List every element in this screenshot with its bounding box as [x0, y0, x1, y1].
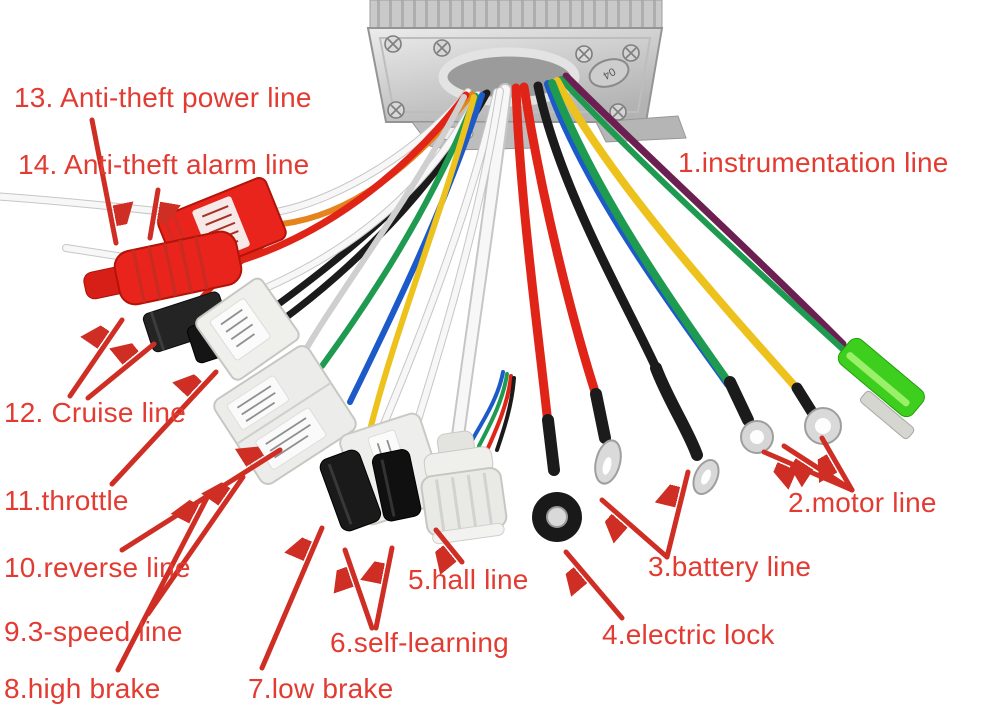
arrow-cruise-a [67, 317, 125, 399]
label-4-electric-lock: 4.electric lock [602, 619, 775, 650]
label-7-low-brake: 7.low brake [248, 673, 394, 704]
hall-connector [420, 430, 508, 545]
qc-stamp: 04 [588, 58, 630, 88]
wire-bundle-left [0, 88, 491, 433]
arrow-motor-c [822, 435, 855, 493]
heatshrink-motor-a [724, 376, 754, 426]
qc-stamp-text: 04 [601, 65, 618, 82]
connector-cluster [83, 177, 508, 545]
heatsink-fins [369, 0, 663, 31]
screws [384, 35, 640, 121]
annotation-arrows [67, 117, 855, 673]
anti-theft-power-connector [83, 230, 243, 306]
heatshrink-battery-pos [590, 388, 611, 444]
wire-bundle-right [533, 72, 925, 495]
label-10-reverse-line: 10.reverse line [4, 552, 191, 583]
label-3-battery-line: 3.battery line [648, 551, 812, 582]
label-12-cruise-line: 12. Cruise line [4, 397, 186, 428]
brake-self-learning-plug-a [319, 449, 382, 532]
spade-blade [860, 390, 915, 440]
arrow-cruise-b [85, 344, 157, 401]
arrow-3speed [145, 474, 246, 617]
arrow-battery-a [602, 497, 670, 560]
end-plate-bevel [378, 37, 652, 113]
wire-bundle-middle [368, 82, 622, 542]
heatshrink-motor-b [791, 382, 818, 418]
ring-terminal-battery-positive [594, 439, 622, 485]
arrow-anti-theft-alarm [147, 187, 158, 241]
ring-terminal-motor-a [740, 420, 774, 454]
label-8-high-brake: 8.high brake [4, 673, 161, 704]
arrow-low-brake [259, 525, 325, 671]
label-sticker [209, 298, 271, 361]
label-sticker [226, 375, 289, 430]
label-2-motor-line: 2.motor line [788, 487, 937, 518]
ring-terminal-battery-negative [692, 459, 720, 495]
arrow-high-brake [115, 489, 213, 673]
ring-terminal-motor-b [804, 407, 842, 445]
arrow-self-learning-b [376, 545, 395, 631]
arrow-anti-theft-power [89, 117, 116, 246]
green-spade-connector [837, 337, 925, 440]
label-5-hall-line: 5.hall line [408, 564, 529, 595]
heatshrink-battery-neg [650, 362, 703, 461]
arrow-hall [436, 527, 465, 562]
arrow-battery-b [667, 469, 691, 560]
arrow-electric-lock [566, 549, 625, 621]
throttle-connector [195, 277, 300, 381]
brake-self-learning-plug-b [371, 449, 422, 522]
arrow-self-learning-a [345, 547, 375, 631]
arrow-reverse [119, 450, 283, 553]
arrow-throttle [109, 372, 219, 487]
label-11-throttle: 11.throttle [4, 485, 129, 516]
label-6-self-learning: 6.self-learning [330, 627, 509, 658]
label-9-3-speed-line: 9.3-speed line [4, 616, 183, 647]
label-1-instrumentation-line: 1.instrumentation line [678, 147, 949, 178]
ring-terminal-electric-lock [532, 492, 582, 542]
label-13-anti-theft-power-line: 13. Anti-theft power line [14, 82, 312, 113]
heatshrink-electric-lock [542, 414, 560, 476]
label-14-anti-theft-alarm-line: 14. Anti-theft alarm line [18, 149, 310, 180]
hall-cable-sheath [453, 85, 510, 441]
